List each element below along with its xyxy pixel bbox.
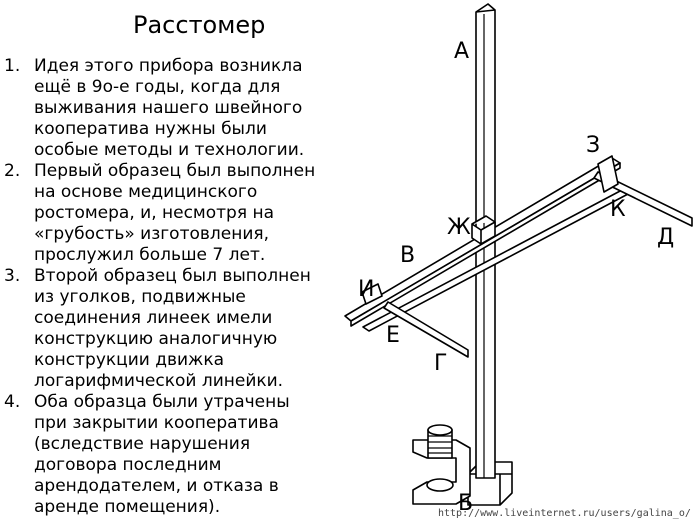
label-zh: Ж xyxy=(447,215,471,240)
label-k: К xyxy=(610,197,626,222)
item-text: Оба образца были утрачены при закрытии к… xyxy=(34,392,290,517)
watermark-url: http://www.liveinternet.ru/users/galina_… xyxy=(438,508,691,519)
label-d: Д xyxy=(657,225,674,250)
label-i: И xyxy=(358,277,374,302)
list-item: 2. Первый образец был выполнен на основе… xyxy=(4,161,324,266)
bar-D xyxy=(593,171,693,227)
connector-i xyxy=(361,283,383,305)
slider-zh xyxy=(471,215,496,245)
label-v: В xyxy=(400,243,415,268)
item-text: Первый образец был выполнен на основе ме… xyxy=(34,161,316,265)
item-text: Идея этого прибора возникла ещё в 9о-е г… xyxy=(34,56,305,160)
description-list: 1. Идея этого прибора возникла ещё в 9о-… xyxy=(4,56,324,518)
list-item: 4. Оба образца были утрачены при закрыти… xyxy=(4,392,324,518)
label-a: А xyxy=(454,39,469,64)
screw-head xyxy=(427,424,453,436)
page-title: Расстомер xyxy=(133,11,266,39)
bar-G xyxy=(383,301,469,358)
label-b: Б xyxy=(458,491,473,516)
label-e: Е xyxy=(386,323,400,348)
label-z: З xyxy=(586,133,600,158)
item-number: 4. xyxy=(4,392,21,412)
item-text: Второй образец был выполнен из уголков, … xyxy=(34,266,311,391)
list-item: 1. Идея этого прибора возникла ещё в 9о-… xyxy=(4,56,324,161)
clamp-screw-foot xyxy=(426,478,454,492)
list-item: 3. Второй образец был выполнен из уголко… xyxy=(4,266,324,392)
screw-thread xyxy=(428,435,452,454)
label-g: Г xyxy=(434,351,447,376)
connector-k xyxy=(597,155,619,193)
arm-upper-rail-side xyxy=(350,162,621,327)
item-number: 3. xyxy=(4,266,21,286)
item-number: 1. xyxy=(4,56,21,76)
item-number: 2. xyxy=(4,161,21,181)
